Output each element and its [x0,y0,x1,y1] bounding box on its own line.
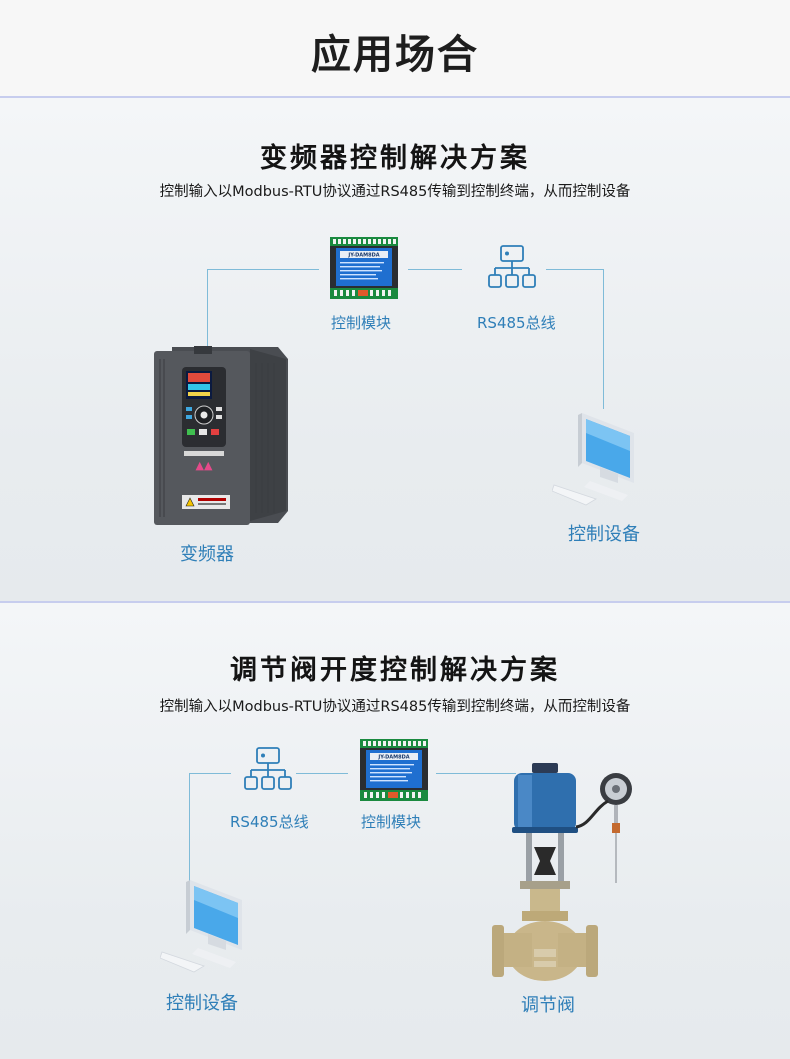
section-description: 控制输入以Modbus-RTU协议通过RS485传输到控制终端，从而控制设备 [159,699,631,715]
connector-line [603,269,604,409]
computer-icon [160,880,242,973]
bus-network-icon [488,245,536,288]
page-title: 应用场合 [311,32,479,78]
bus-network-icon [244,747,292,790]
connector-line [189,773,231,774]
computer-icon [552,413,634,506]
module-model-text: JY-DAM8DA [377,755,409,761]
regulating-valve-image [492,763,632,981]
bus-label: RS485总线 [230,813,309,831]
connector-line [436,773,516,774]
connector-line [296,773,348,774]
svg-text:▲▲: ▲▲ [196,459,213,472]
valve-label: 调节阀 [521,995,575,1016]
section-title: 调节阀开度控制解决方案 [230,655,560,686]
section-description: 控制输入以Modbus-RTU协议通过RS485传输到控制终端，从而控制设备 [159,184,631,200]
device-label: 控制设备 [166,993,238,1014]
page-header: 应用场合 [0,0,790,97]
module-model-text: JY-DAM8DA [347,253,379,259]
module-label: 控制模块 [331,314,392,332]
bus-label: RS485总线 [477,314,556,332]
connector-line [207,269,319,270]
section-valve: 调节阀开度控制解决方案 控制输入以Modbus-RTU协议通过RS485传输到控… [0,603,790,1059]
connector-line [189,773,190,891]
control-module-image: JY-DAM8DA [330,237,398,299]
control-module-image: JY-DAM8DA [360,739,428,801]
header-divider [0,96,790,98]
section-inverter: 变频器控制解决方案 控制输入以Modbus-RTU协议通过RS485传输到控制终… [0,98,790,601]
module-label: 控制模块 [361,813,422,831]
connector-line [207,269,208,348]
connector-line [408,269,462,270]
inverter-label: 变频器 [180,544,234,565]
device-label: 控制设备 [568,524,640,545]
section-divider [0,601,790,603]
connector-line [546,269,604,270]
section-title: 变频器控制解决方案 [260,143,530,174]
frequency-inverter-image: ▲▲ [154,346,288,525]
